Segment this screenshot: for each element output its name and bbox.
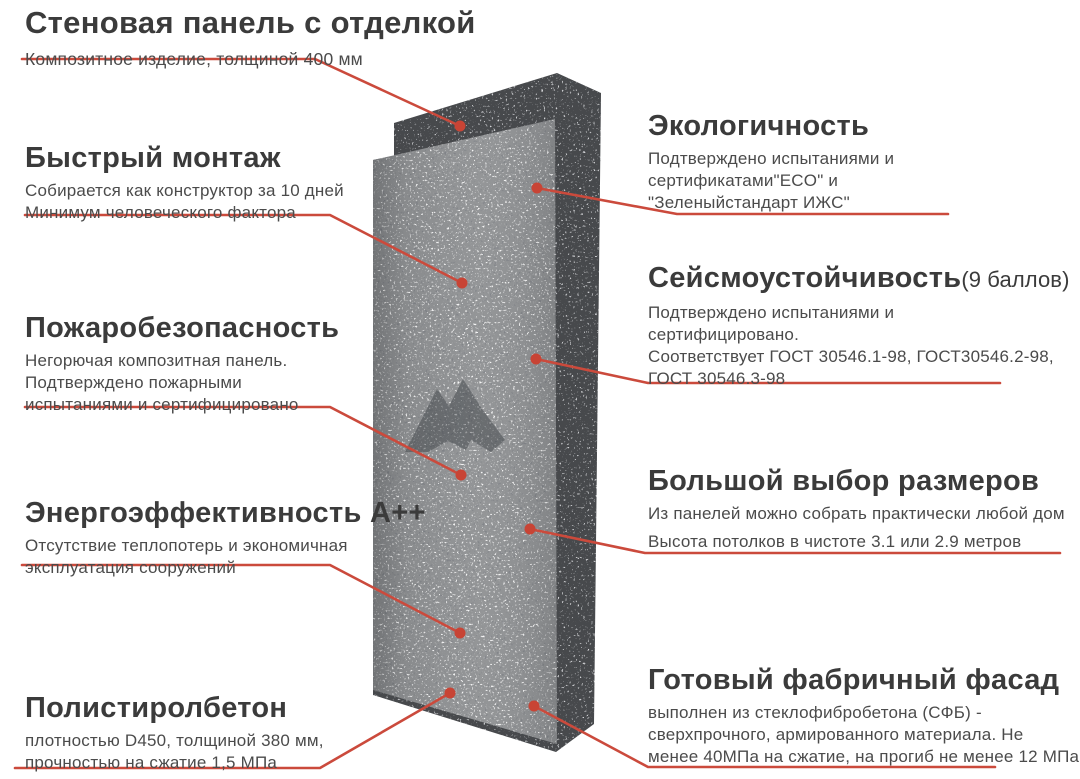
callout-text-line: Негорючая композитная панель. (25, 351, 288, 370)
connector-dot-eco (531, 182, 543, 194)
callout-heading: Энергоэффективность А++ (25, 497, 426, 529)
callout-size-variety: Большой выбор размеров Из панелей можно … (648, 464, 1065, 553)
callout-fire-safety: Пожаробезопасность Негорючая композитная… (25, 311, 339, 416)
callout-heading-main: Сейсмоустойчивость (648, 262, 962, 294)
callout-text-line: прочностью на сжатие 1,5 МПа (25, 753, 278, 772)
connector-title (20, 57, 462, 128)
callout-energy-efficiency: Энергоэффективность А++ Отсутствие тепло… (25, 496, 426, 579)
callout-text-line: сертификатами"ECO" и (648, 171, 839, 190)
callout-text-line: "Зеленыйстандарт ИЖС" (648, 193, 850, 212)
connector-dot-sizes (524, 523, 536, 535)
connector-dot-title (454, 120, 466, 132)
connector-dot-seismic (530, 353, 542, 365)
callout-polystyrene-concrete: Полистиролбетон плотностью D450, толщино… (25, 691, 324, 774)
callout-text-line: Из панелей можно собрать практически люб… (648, 504, 1065, 523)
connector-dot-polystyrene (444, 687, 456, 699)
connector-dot-energy-efficiency (454, 627, 466, 639)
callout-text-line: Собирается как конструктор за 10 дней (25, 181, 344, 200)
callout-text-line: Соответствует ГОСТ 30546.1-98, ГОСТ30546… (648, 347, 1054, 366)
connector-facade (532, 704, 997, 769)
connector-energy-efficiency (20, 563, 462, 635)
callout-text-line: менее 40МПа на сжатие, на прогиб не мене… (648, 747, 1080, 766)
connector-seismic (534, 357, 1002, 385)
page-subtitle: Композитное изделие, толщиной 400 мм (25, 49, 363, 69)
mountain-logo-watermark (405, 379, 505, 452)
callout-heading: Большой выбор размеров (648, 465, 1040, 497)
connector-sizes (528, 527, 1062, 555)
callout-heading: Готовый фабричный фасад (648, 664, 1060, 696)
callout-text-line: Подтверждено испытаниями и (648, 149, 895, 168)
callout-heading: Сейсмоустойчивость(9 баллов) (648, 261, 1070, 297)
callout-text-line: Высота потолков в чистоте 3.1 или 2.9 ме… (648, 532, 1022, 551)
callout-text-line: сверхпрочного, армированного материала. … (648, 725, 1024, 744)
page-title: Стеновая панель с отделкой (25, 5, 476, 40)
callout-text-line: ГОСТ 30546.3-98 (648, 369, 786, 388)
callout-seismic-resistance: Сейсмоустойчивость(9 баллов) Подтвержден… (648, 261, 1070, 390)
connector-dot-facade (528, 700, 540, 712)
callout-text-line: Минимум человеческого фактора (25, 203, 296, 222)
callout-eco-friendliness: Экологичность Подтверждено испытаниями и… (648, 109, 894, 214)
callout-heading: Пожаробезопасность (25, 312, 340, 344)
callout-text-line: выполнен из стеклофибробетона (СФБ) - (648, 703, 982, 722)
connector-dot-fire-safety (455, 469, 467, 481)
callout-text-line: Подтверждено пожарными (25, 373, 243, 392)
callout-heading: Полистиролбетон (25, 692, 288, 724)
connector-fast-install (23, 213, 464, 285)
callout-text-line: эксплуатация сооружений (25, 558, 236, 577)
connector-fire-safety (23, 405, 463, 477)
callout-text-line: испытаниями и сертифицировано (25, 395, 299, 414)
callout-text-line: Подтверждено испытаниями и (648, 303, 895, 322)
callout-heading: Экологичность (648, 110, 870, 142)
title-block: Стеновая панель с отделкой Композитное и… (25, 5, 476, 70)
callout-text-line: сертифицировано. (648, 325, 800, 344)
callout-heading: Быстрый монтаж (25, 142, 281, 174)
connector-polystyrene (13, 691, 452, 770)
callout-text-line: плотностью D450, толщиной 380 мм, (25, 731, 324, 750)
callout-factory-facade: Готовый фабричный фасад выполнен из стек… (648, 663, 1079, 768)
connector-eco (535, 186, 950, 216)
callout-heading-suffix: (9 баллов) (961, 267, 1070, 292)
connector-dot-fast-install (456, 277, 468, 289)
callout-fast-install: Быстрый монтаж Собирается как конструкто… (25, 141, 344, 224)
callout-text-line: Отсутствие теплопотерь и экономичная (25, 536, 348, 555)
